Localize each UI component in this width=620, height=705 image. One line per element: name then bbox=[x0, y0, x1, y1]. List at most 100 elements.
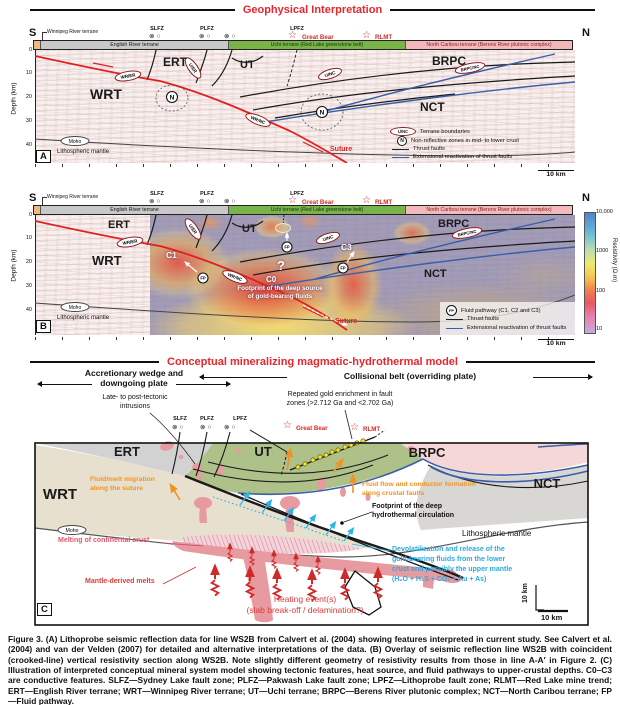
legend-label: Extensional reactivation of thrust fault… bbox=[467, 325, 567, 331]
great-bear-label-c: Great Bear bbox=[296, 425, 328, 432]
slab-top-line bbox=[240, 493, 459, 581]
collisional-arrow-right bbox=[533, 374, 593, 380]
devolatilization-line3: crust and possibly the upper mantle bbox=[392, 566, 513, 573]
north-caribou-segment: North Caribou terrane (Berens River plut… bbox=[406, 41, 572, 49]
fault-toward-icon: ○ bbox=[207, 424, 212, 431]
panel-c-box-outline bbox=[34, 442, 589, 626]
colorbar-tick-10: 10 bbox=[596, 326, 603, 332]
tick-20: 20 bbox=[25, 94, 32, 100]
u-er-oval: U/ER bbox=[188, 223, 199, 235]
ut-label-b: UT bbox=[242, 223, 257, 235]
non-reflective-badges: N N bbox=[165, 90, 329, 119]
scale-bars-c bbox=[535, 585, 568, 613]
brpc-nc-oval: BRPC/NC bbox=[460, 64, 480, 73]
colorbar-tick-1000: 1000 bbox=[596, 248, 609, 254]
title-rule-right bbox=[465, 360, 596, 364]
legend-terrane-boundaries: U/NC Terrane boundaries bbox=[390, 127, 470, 136]
winnipeg-bracket bbox=[42, 32, 47, 40]
fp-badges: FP FP FP bbox=[197, 241, 349, 284]
ert-label-b: ERT bbox=[108, 219, 130, 231]
terrane-boundary-ovals: WR/ER U/ER WR/NC U/NC BRPC/NC bbox=[114, 57, 486, 127]
great-bear-star-icon: ☆ bbox=[288, 30, 297, 41]
thrust-line-swatch bbox=[446, 318, 463, 320]
fault-toward-icon: ○ bbox=[179, 424, 184, 431]
fault-away-icon: ⊗ bbox=[199, 33, 205, 40]
fault-away-icon: ⊗ bbox=[224, 424, 230, 431]
uchi-segment-label: Uchi terrane (Red Lake greenstone belt) bbox=[270, 207, 364, 213]
depth-axis-label: Depth (km) bbox=[10, 82, 18, 115]
wr-er-oval: WR/ER bbox=[120, 72, 136, 80]
terrane-bar: English River terrane Uchi terrane (Red … bbox=[33, 205, 573, 215]
tick-10: 10 bbox=[25, 235, 32, 241]
thrust-faults bbox=[146, 215, 575, 276]
english-river-segment: English River terrane bbox=[41, 206, 229, 214]
panel-b-header: S Winnipeg River terrane SLFZ ⊗○ PLFZ ⊗○… bbox=[0, 191, 620, 206]
melting-crust-label: Melting of continental crust bbox=[58, 537, 150, 544]
accretionary-label-line1: Accretionary wedge and bbox=[84, 368, 184, 378]
fault-toward-icon: ○ bbox=[206, 198, 211, 205]
tick-30: 30 bbox=[25, 283, 32, 289]
c2-conductor-oval: C2 bbox=[275, 223, 291, 233]
accretionary-arrow-left bbox=[37, 381, 92, 387]
extensional-faults-blue bbox=[237, 443, 589, 496]
lith-mantle-label-b: Lithospheric mantle bbox=[57, 315, 110, 321]
panel-b-label: B bbox=[36, 320, 51, 333]
n-badge: N bbox=[320, 109, 325, 116]
fluid-melt-line1: Fluid/melt migration bbox=[90, 476, 155, 483]
fp-legend-badge: FP bbox=[446, 305, 457, 316]
conceptual-title-row: Conceptual mineralizing magmatic-hydroth… bbox=[30, 356, 596, 368]
legend-label: Terrane boundaries bbox=[420, 128, 470, 135]
scale-bar-b: 10 km bbox=[538, 339, 574, 347]
panel-a-label: A bbox=[36, 150, 51, 163]
rlmt-star-icon: ☆ bbox=[362, 30, 371, 41]
wr-er-oval: WR/ER bbox=[122, 238, 138, 246]
depth-axis-label: Depth (km) bbox=[10, 249, 18, 282]
north-caribou-segment-label: North Caribou terrane (Berens River plut… bbox=[426, 42, 552, 48]
legend-label: Non-re⁠flective zones in mid- to lower c… bbox=[411, 138, 519, 144]
footprint-circulation-line2: hydrothermal circulation bbox=[372, 512, 455, 519]
great-bear-star-icon: ☆ bbox=[283, 420, 292, 431]
footprint-source-line2: of gold-bearing fluids bbox=[247, 293, 313, 300]
suture-label-a: Suture bbox=[330, 146, 353, 153]
wrt-label-a: WRT bbox=[90, 86, 122, 102]
colorbar-tick-10000: 10,000 bbox=[596, 209, 613, 215]
north-caribou-segment-label: North Caribou terrane (Berens River plut… bbox=[426, 207, 552, 213]
intrusions-label-line2: intrusions bbox=[120, 403, 150, 410]
thrust-line-swatch bbox=[392, 148, 409, 150]
winnipeg-bracket bbox=[42, 197, 47, 205]
mantle-boundary-line bbox=[34, 521, 589, 558]
legend-non-reflective: N Non-re⁠flective zones in mid- to lower… bbox=[397, 136, 519, 146]
fault-away-icon: ⊗ bbox=[224, 198, 230, 205]
brpc-label-a: BRPC bbox=[432, 54, 467, 68]
suture-motion-tick bbox=[302, 306, 324, 318]
fluid-melt-line2: along the suture bbox=[90, 485, 143, 492]
vertical-scale-label-c: 10 km bbox=[522, 583, 529, 603]
lpfz-label-c: LPFZ bbox=[233, 416, 247, 422]
fault-toward-icon: ○ bbox=[231, 33, 236, 40]
seismic-section-a bbox=[35, 50, 575, 163]
brpc-label-c: BRPC bbox=[408, 445, 446, 460]
ut-region bbox=[185, 443, 423, 495]
devolatilization-line4: (H₂O + H₂S + CO₂ + Au + As) bbox=[392, 576, 487, 583]
brpc-label-b: BRPC bbox=[438, 218, 470, 230]
rlmt-label: RLMT bbox=[375, 199, 393, 206]
footprint-source-line1: Footprint of the deep source bbox=[237, 285, 323, 292]
plfz-fault-motion-icons: ⊗○ bbox=[199, 33, 210, 40]
c2-label: C2 bbox=[280, 226, 286, 231]
u-nc-oval: U/NC bbox=[324, 70, 337, 78]
collisional-arrow-left bbox=[199, 374, 287, 380]
fp-badge: FP bbox=[340, 266, 346, 271]
extensional-line-swatch bbox=[392, 156, 409, 158]
terrane-boundary-ovals: WR/ER U/ER WR/NC U/NC BRPC/NC bbox=[116, 218, 483, 284]
heating-event-line1: Heating event(s) bbox=[273, 594, 337, 604]
fault-away-icon: ⊗ bbox=[149, 33, 155, 40]
moho-label: Moho bbox=[69, 305, 82, 311]
devolatilization-arrows bbox=[239, 490, 355, 542]
legend-label: Fluid pathway (C1, C2 and C3) bbox=[461, 307, 541, 314]
wrt-label-b: WRT bbox=[92, 253, 122, 268]
fault-motion-icons: ⊗○ bbox=[224, 33, 236, 40]
legend-thrust-faults-a: Thrust faults bbox=[392, 146, 445, 152]
fault-away-icon: ⊗ bbox=[200, 424, 206, 431]
south-label: S bbox=[29, 192, 37, 204]
